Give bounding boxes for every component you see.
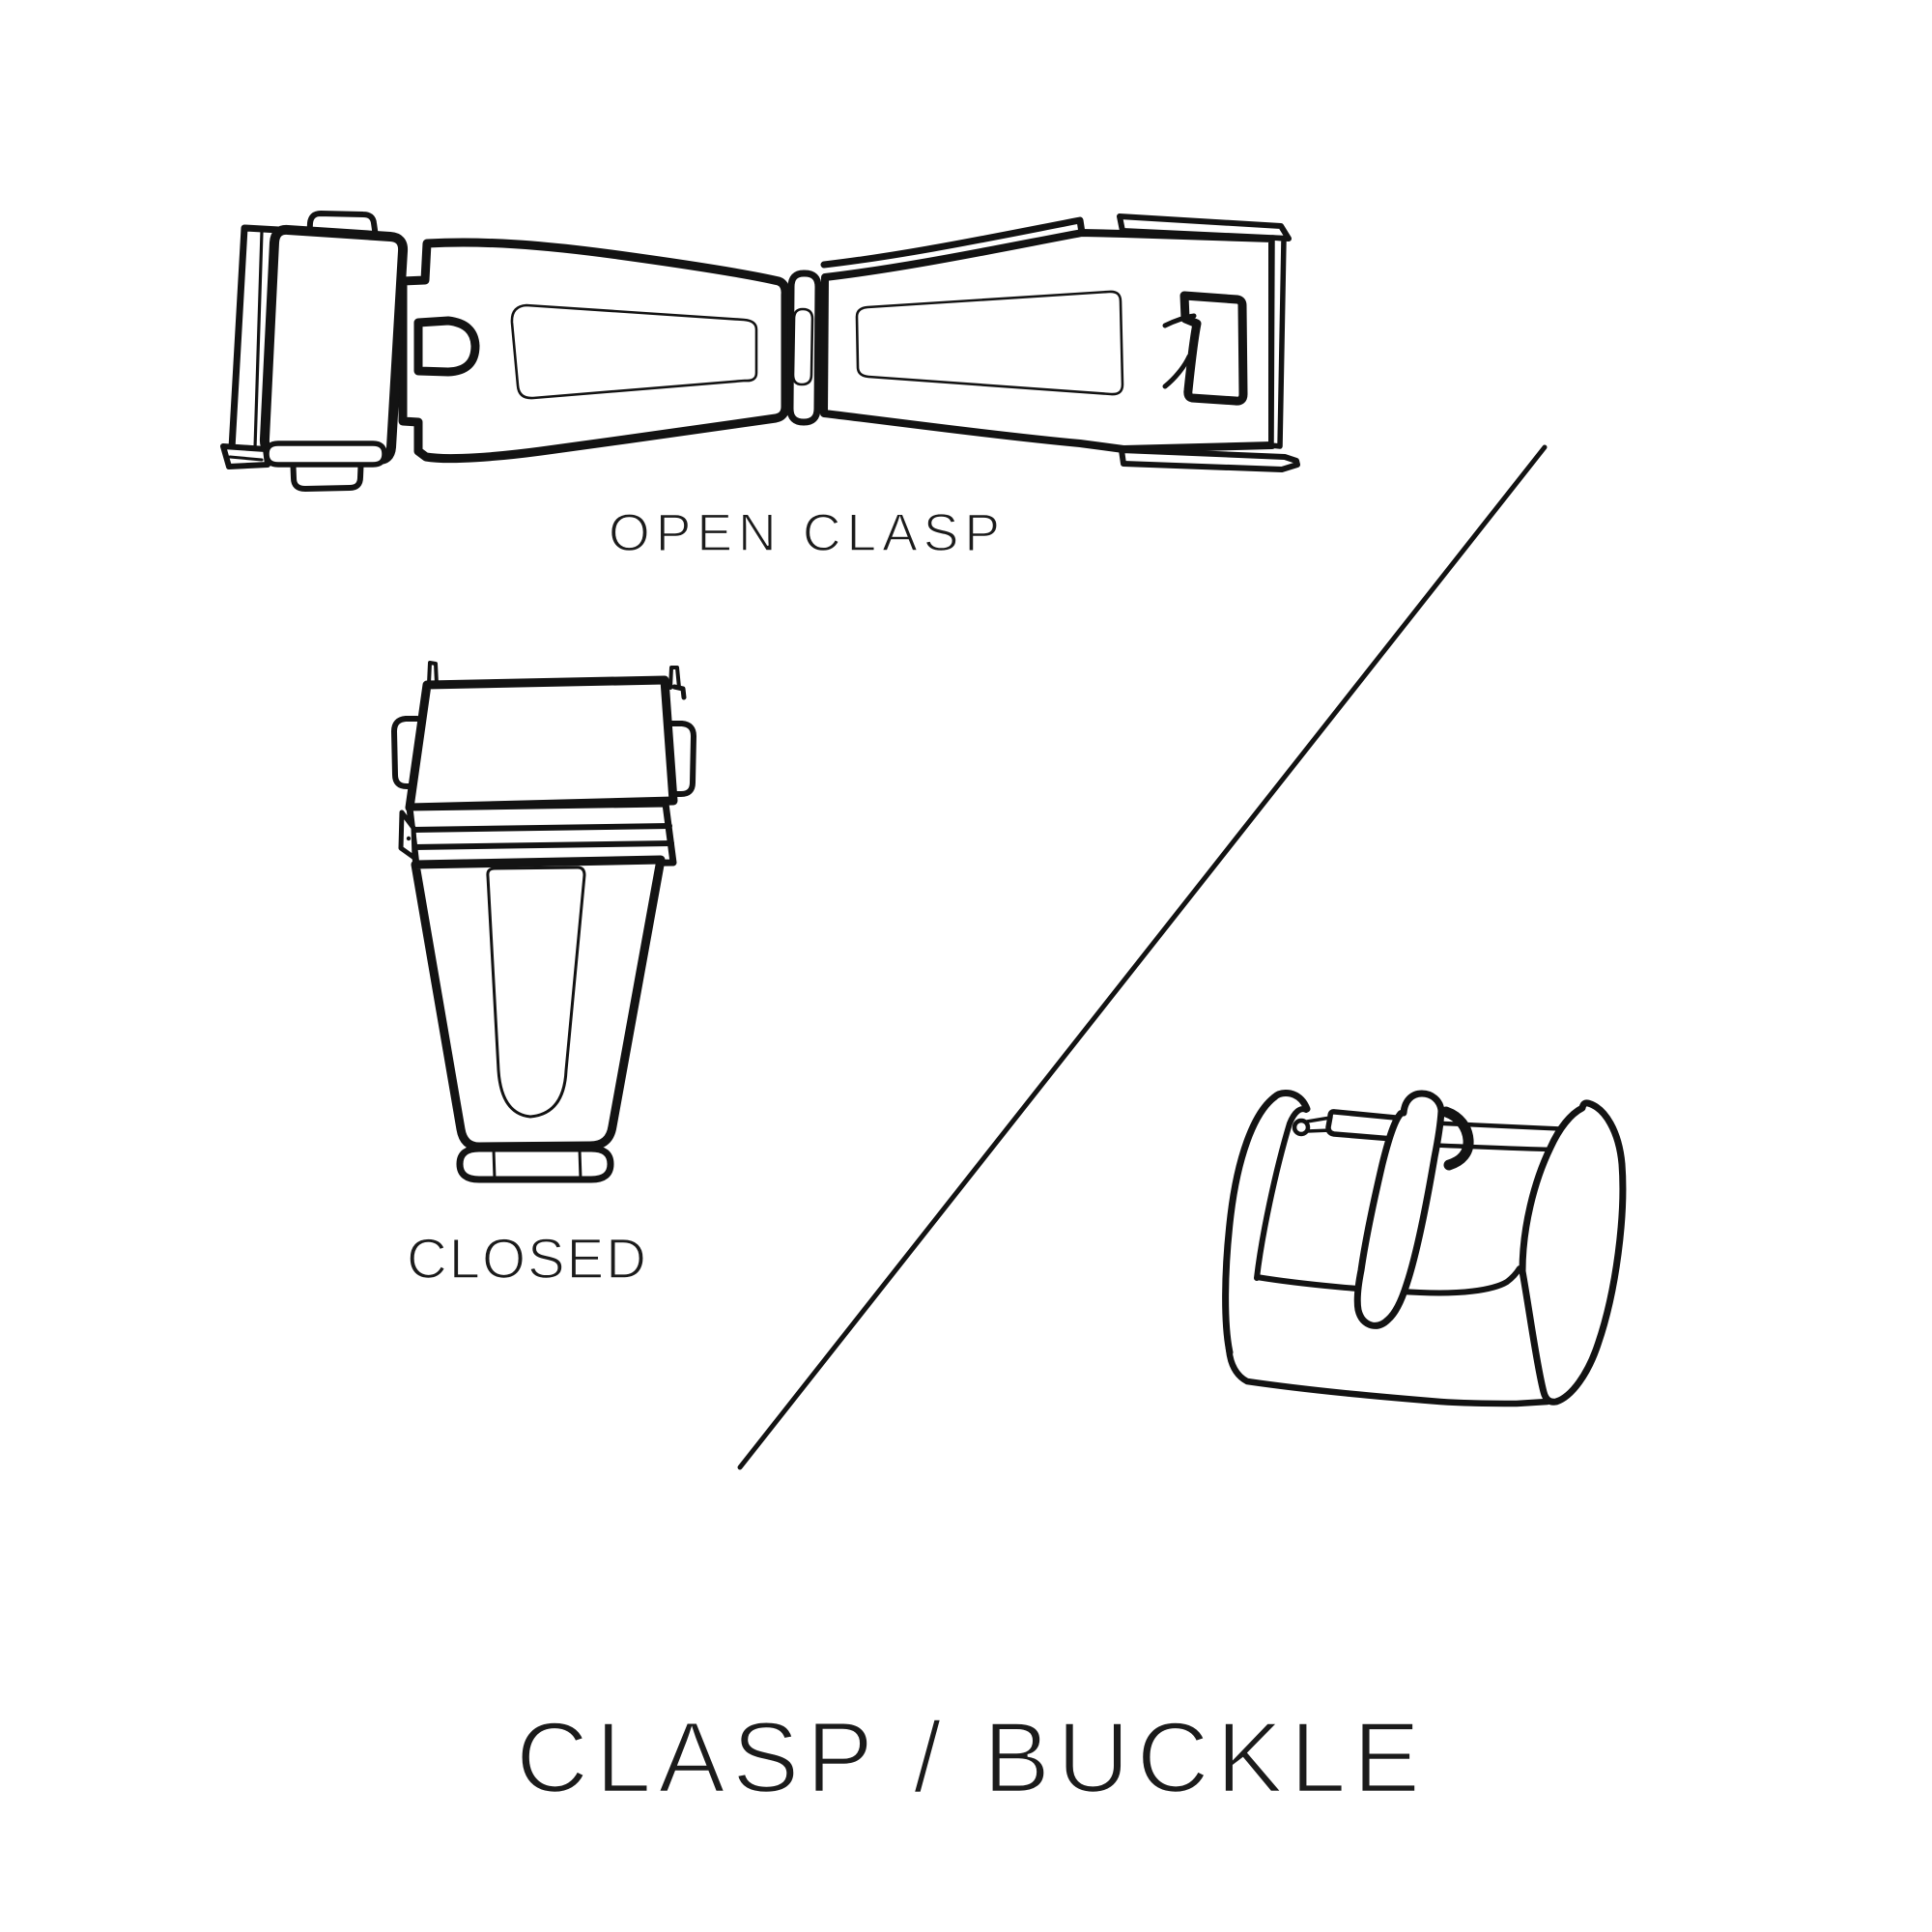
svg-text:CLOSED: CLOSED (407, 1228, 646, 1291)
svg-text:CLASP / BUCKLE: CLASP / BUCKLE (516, 1702, 1420, 1814)
svg-text:OPEN CLASP: OPEN CLASP (609, 502, 1000, 562)
